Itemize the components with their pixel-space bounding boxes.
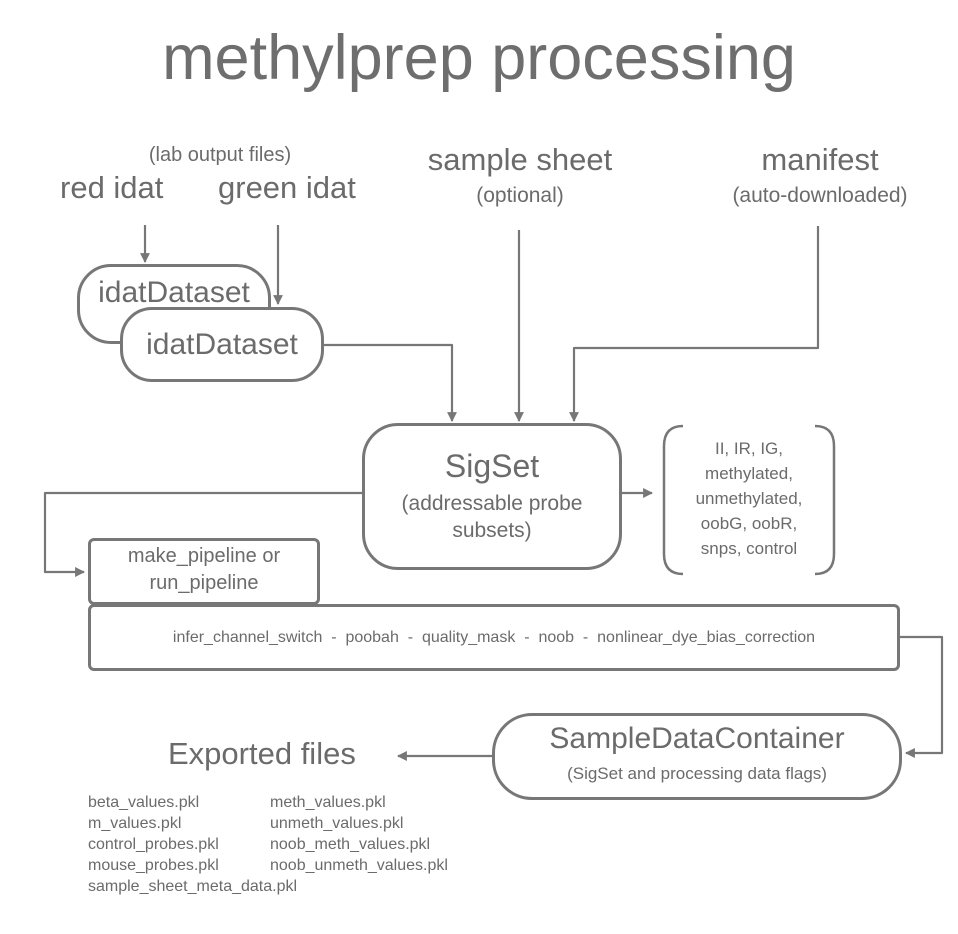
exported-files-title: Exported files xyxy=(168,736,356,771)
subset-line: snps, control xyxy=(700,539,798,558)
sigset-box: SigSet (addressable probe subsets) xyxy=(362,423,622,570)
green-idat-label: green idat xyxy=(218,170,356,205)
pipeline-line1: make_pipeline or xyxy=(127,545,281,567)
sample-sheet-note: (optional) xyxy=(476,184,564,207)
exported-file: noob_unmeth_values.pkl xyxy=(270,857,448,874)
exported-file: unmeth_values.pkl xyxy=(270,815,404,832)
arrow-steps-to-container xyxy=(900,635,944,758)
exported-files-right-column: meth_values.pkl unmeth_values.pkl noob_m… xyxy=(270,792,500,876)
subset-line: II, IR, IG, xyxy=(714,439,783,458)
subsets-left-bracket xyxy=(662,424,684,576)
subset-line: oobG, oobR, xyxy=(700,514,798,533)
pipeline-line2: run_pipeline xyxy=(149,572,259,594)
exported-file: beta_values.pkl xyxy=(88,794,200,811)
arrow-manifest-to-sigset xyxy=(569,226,820,422)
lab-output-note: (lab output files) xyxy=(148,144,292,166)
processing-steps-text: infer_channel_switch - poobah - quality_… xyxy=(172,629,816,646)
sigset-title: SigSet xyxy=(444,448,540,484)
page-title: methylprep processing xyxy=(162,23,796,93)
idat-dataset-label-1: idatDataset xyxy=(98,276,250,309)
subset-line: methylated, xyxy=(705,464,793,483)
exported-file: m_values.pkl xyxy=(88,815,182,832)
subsets-right-bracket xyxy=(814,424,836,576)
manifest-note: (auto-downloaded) xyxy=(732,184,908,207)
idat-dataset-label-2: idatDataset xyxy=(146,328,298,361)
pipeline-box: make_pipeline or run_pipeline xyxy=(88,538,320,605)
exported-file: sample_sheet_meta_data.pkl xyxy=(88,878,298,895)
exported-files-left-column: beta_values.pkl m_values.pkl control_pro… xyxy=(88,792,298,897)
exported-file: noob_meth_values.pkl xyxy=(270,836,431,853)
sigset-desc-line2: subsets) xyxy=(452,519,532,542)
subset-line: unmethylated, xyxy=(695,489,803,508)
sample-data-container-box: SampleDataContainer (SigSet and processi… xyxy=(492,713,902,800)
manifest-label: manifest xyxy=(761,142,879,177)
exported-file: control_probes.pkl xyxy=(88,836,219,853)
arrow-idat-to-sigset xyxy=(322,343,457,422)
sample-sheet-label: sample sheet xyxy=(427,142,613,177)
sample-data-container-title: SampleDataContainer xyxy=(549,722,845,755)
sigset-desc-line1: (addressable probe xyxy=(401,492,583,515)
subsets-list: II, IR, IG, methylated, unmethylated, oo… xyxy=(664,436,834,561)
idat-dataset-box-2: idatDataset xyxy=(120,307,324,382)
exported-file: mouse_probes.pkl xyxy=(88,857,219,874)
sample-data-container-note: (SigSet and processing data flags) xyxy=(567,764,827,783)
exported-file: meth_values.pkl xyxy=(270,794,386,811)
processing-steps-box: infer_channel_switch - poobah - quality_… xyxy=(88,604,900,671)
arrow-sigset-to-pipeline xyxy=(43,491,362,577)
red-idat-label: red idat xyxy=(60,170,164,205)
